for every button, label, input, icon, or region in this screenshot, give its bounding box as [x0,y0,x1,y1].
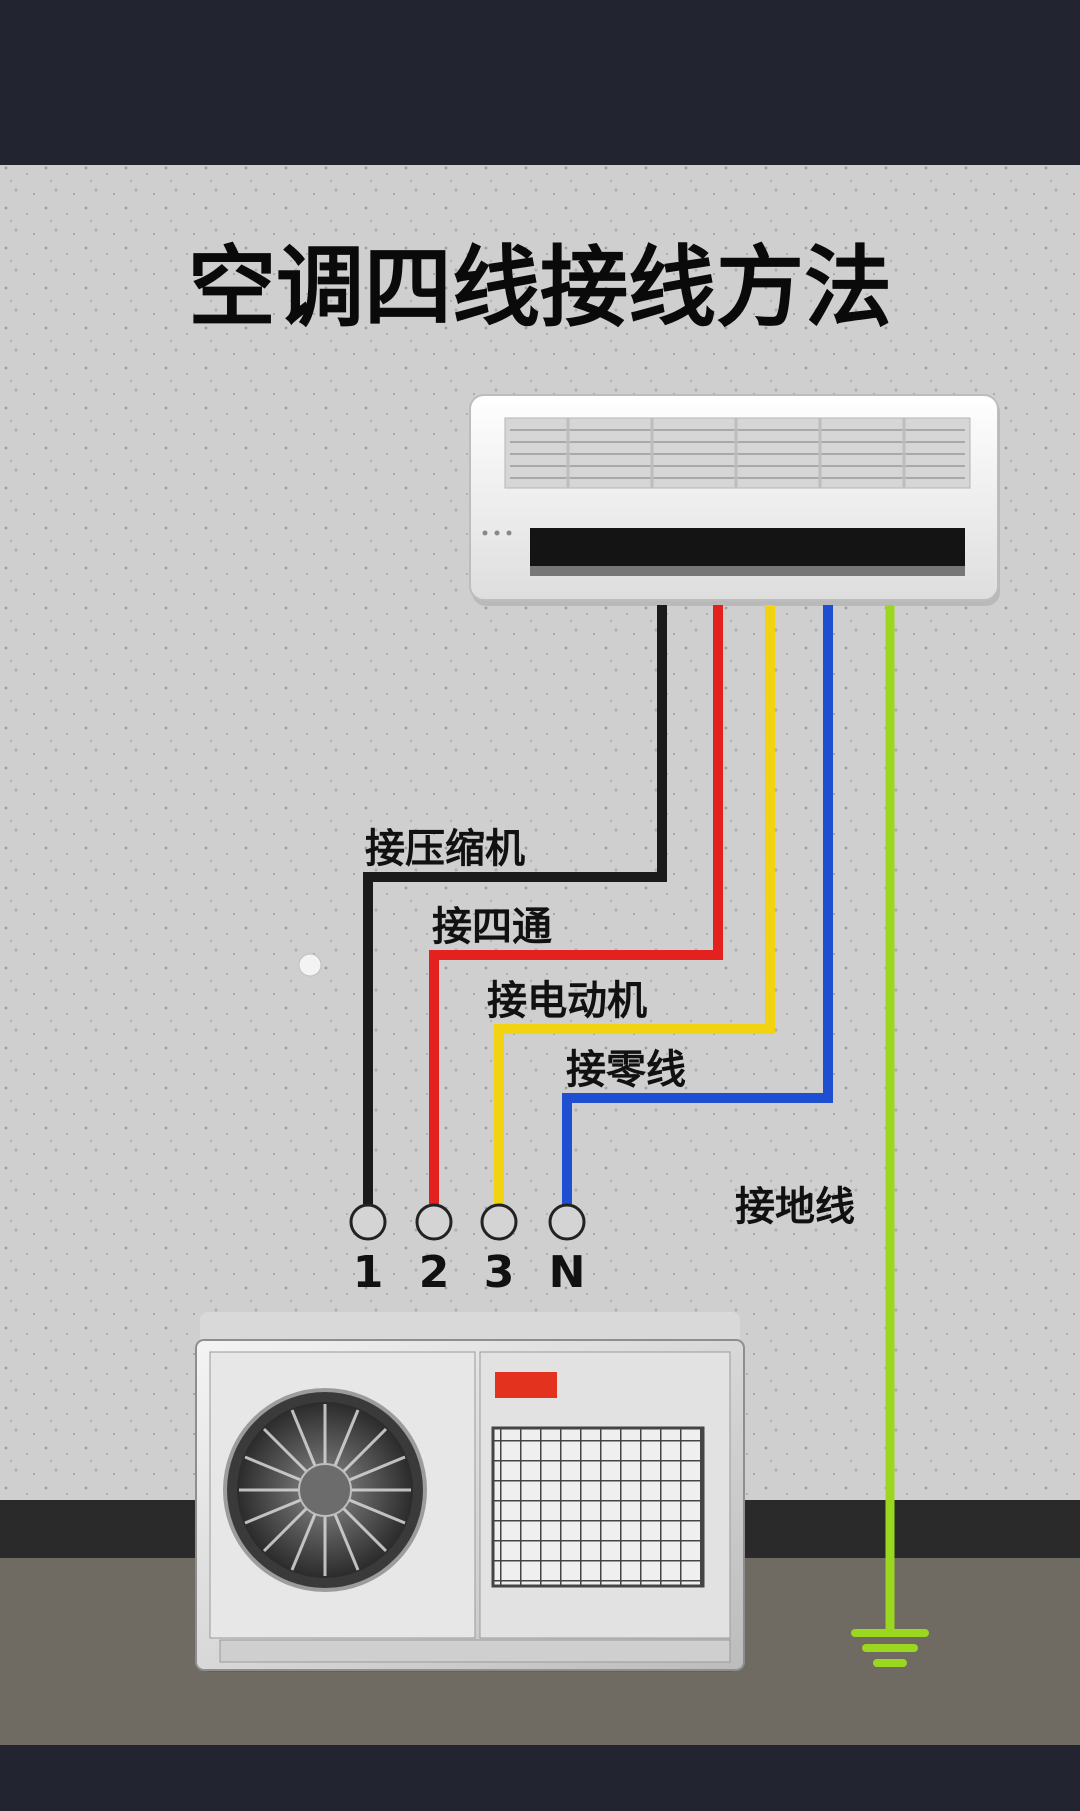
wire-black-compressor [363,605,667,1212]
terminal-3 [480,1203,518,1241]
label-neutral: 接零线 [566,1047,686,1093]
wire-yellow-motor [494,605,775,1212]
terminal-label-1: 1 [353,1247,384,1298]
wall-screw [298,953,322,977]
terminal-label-2: 2 [419,1247,450,1298]
terminal-2 [415,1203,453,1241]
label-motor: 接电动机 [487,978,647,1024]
label-ground: 接地线 [735,1184,855,1230]
terminal-label-3: 3 [484,1247,515,1298]
page-title: 空调四线接线方法 [188,236,892,339]
bottom-frame-bar [0,1745,1080,1811]
ground-symbol-icon [851,1629,929,1667]
wall-texture [0,165,1080,1500]
terminal-n [548,1203,586,1241]
terminal-1 [349,1203,387,1241]
terminal-label-n: N [549,1247,586,1298]
outdoor-condenser-icon [195,1312,745,1672]
terminal-block: 1 2 3 N [349,1203,586,1298]
wall-mounted-ac-icon [469,394,1000,606]
wire-red-four-way [429,605,723,1212]
wire-blue-neutral [562,605,833,1212]
top-frame-bar [0,0,1080,165]
label-compressor: 接压缩机 [365,826,525,872]
label-four-way: 接四通 [432,904,552,950]
outdoor-red-tag [495,1372,557,1398]
